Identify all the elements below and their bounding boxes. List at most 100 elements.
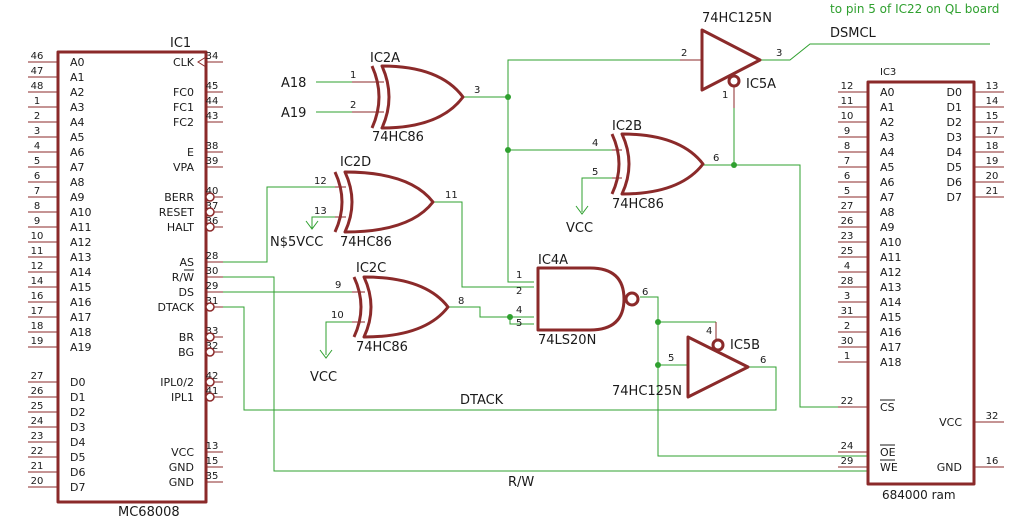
pin-number: 1 [516,270,522,281]
pin-label: HALT [167,221,194,234]
pin-number: 11 [445,190,458,201]
pin-number: 5 [516,318,522,329]
junction-dot [655,362,661,368]
pin-number: 21 [31,461,44,472]
pin-label: D1 [947,101,962,114]
inversion-bubble [205,222,215,232]
pin-label: DS [179,286,194,299]
pin-number: 22 [31,446,44,457]
pin-number: 3 [34,126,40,137]
pin-label: D4 [947,146,962,159]
pin-number: 47 [31,66,44,77]
pin-number: 5 [34,156,40,167]
pin-label: D2 [70,406,85,419]
pin-label: A19 [70,341,92,354]
pin-label: A3 [70,101,85,114]
pin-number: 35 [206,471,219,482]
pin-number: 4 [516,305,522,316]
pin-number: 8 [458,296,464,307]
pin-number: 19 [986,156,999,167]
pin-label: IPL1 [171,391,194,404]
xor-body [380,64,465,130]
pin-number: 12 [314,176,327,187]
pin-number: 4 [592,138,598,149]
enable-bubble [727,74,741,88]
pin-number: 45 [206,81,219,92]
pin-number: 33 [206,326,219,337]
pin-label: A7 [880,191,895,204]
gate-ic5b: IC5B 74HC125N 5 6 4 [612,322,766,399]
pin-label: A15 [880,311,902,324]
pin-label: A0 [880,86,895,99]
pin-number: 2 [681,48,687,59]
pin-label: A7 [70,161,85,174]
pin-label: A8 [70,176,85,189]
pin-number: 31 [206,296,219,307]
pin-label: D2 [947,116,962,129]
wire-ic2c-vcc [325,321,352,355]
net-label-vcc: VCC [310,370,337,385]
pin-number: 13 [986,81,999,92]
pin-label: A9 [880,221,895,234]
net-label-n5vcc: N$5VCC [270,235,323,250]
pin-number: 38 [206,141,219,152]
pin-label: WE [880,461,898,474]
pin-number: 2 [844,321,850,332]
gate-ic5a: 74HC125N IC5A 2 3 1 [680,11,782,108]
inversion-bubble [205,192,215,202]
vcc-arrow [319,349,333,359]
pin-number: 34 [206,51,219,62]
net-label-rw: R/W [508,475,534,490]
pin-number: 1 [722,90,728,101]
wire-ic4a-out-ic5b-en [640,296,716,323]
pin-number: 23 [31,431,44,442]
pin-number: 3 [844,291,850,302]
gate-name: IC5B [730,338,760,353]
junction-dot [507,314,513,320]
pin-label: A5 [880,161,895,174]
pin-label: A4 [70,116,85,129]
pin-number: 18 [31,321,44,332]
pin-label: A8 [880,206,895,219]
wire-ic4a-out-oe [657,365,868,457]
pin-number: 6 [642,287,648,298]
pin-label: A9 [70,191,85,204]
ic-pin: 30R/W [172,266,223,284]
pin-number: 44 [206,96,219,107]
pin-label: A15 [70,281,92,294]
vcc-symbols [305,205,589,359]
pin-number: 43 [206,111,219,122]
wire-ic2a-out-ic4a [507,150,534,283]
pin-label: D7 [70,481,85,494]
inversion-bubble [205,207,215,217]
gate-part: 74HC86 [340,235,392,250]
pin-label: A10 [70,206,92,219]
pin-label: A16 [880,326,902,339]
pin-number: 16 [31,291,44,302]
wire-ic2d-out [433,201,534,288]
ic-pin: 2 A16 [838,321,902,339]
